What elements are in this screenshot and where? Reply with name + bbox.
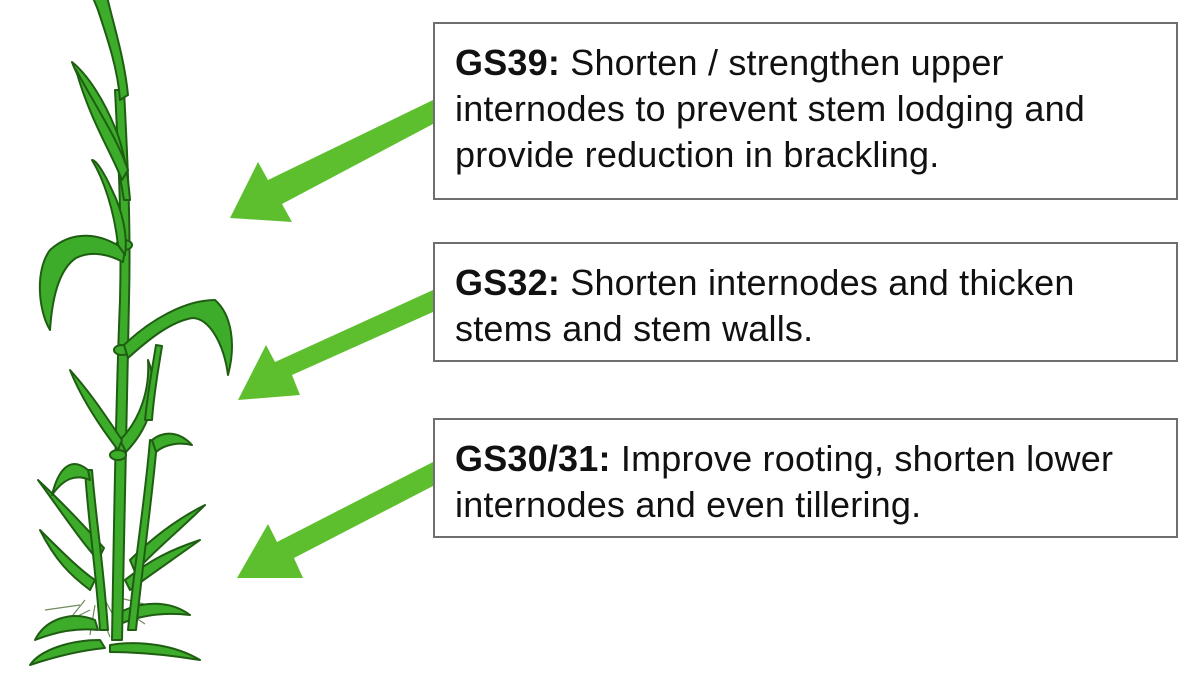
arrow-gs3031-icon xyxy=(237,462,433,578)
leaf-icon xyxy=(39,529,96,591)
arrow-gs32-icon xyxy=(238,290,433,400)
callout-gs30-31: GS30/31: Improve rooting, shorten lower … xyxy=(433,418,1178,538)
leaf-icon xyxy=(109,642,201,661)
callout-arrows xyxy=(230,100,433,578)
flag-leaf-icon xyxy=(75,69,129,181)
leaf-icon xyxy=(91,159,127,256)
leaf-icon xyxy=(34,615,99,641)
leaf-icon xyxy=(151,432,193,453)
callout-gs39: GS39: Shorten / strengthen upper interno… xyxy=(433,22,1178,200)
leaf-icon xyxy=(29,639,106,666)
callout-stage-code: GS30/31: xyxy=(455,438,611,479)
tiller-stem xyxy=(144,344,163,421)
leaf-icon xyxy=(38,234,126,331)
leaf-icon xyxy=(69,369,123,451)
flag-leaf-icon xyxy=(92,0,129,101)
leaf-icon xyxy=(51,463,91,496)
callout-text: Shorten / strengthen upper internodes to… xyxy=(455,42,1086,175)
wheat-plant-illustration xyxy=(29,0,233,666)
callout-gs32: GS32: Shorten internodes and thicken ste… xyxy=(433,242,1178,362)
tiller-stem xyxy=(84,469,109,631)
callout-stage-code: GS32: xyxy=(455,262,561,303)
arrow-gs39-icon xyxy=(230,100,433,222)
leaf-icon xyxy=(129,504,206,573)
callout-text: Improve rooting, shorten lower internode… xyxy=(455,438,1114,525)
leaf-icon xyxy=(124,539,201,591)
callout-text: Shorten internodes and thicken stems and… xyxy=(455,262,1075,349)
leaf-icon xyxy=(123,299,233,376)
callout-stage-code: GS39: xyxy=(455,42,561,83)
